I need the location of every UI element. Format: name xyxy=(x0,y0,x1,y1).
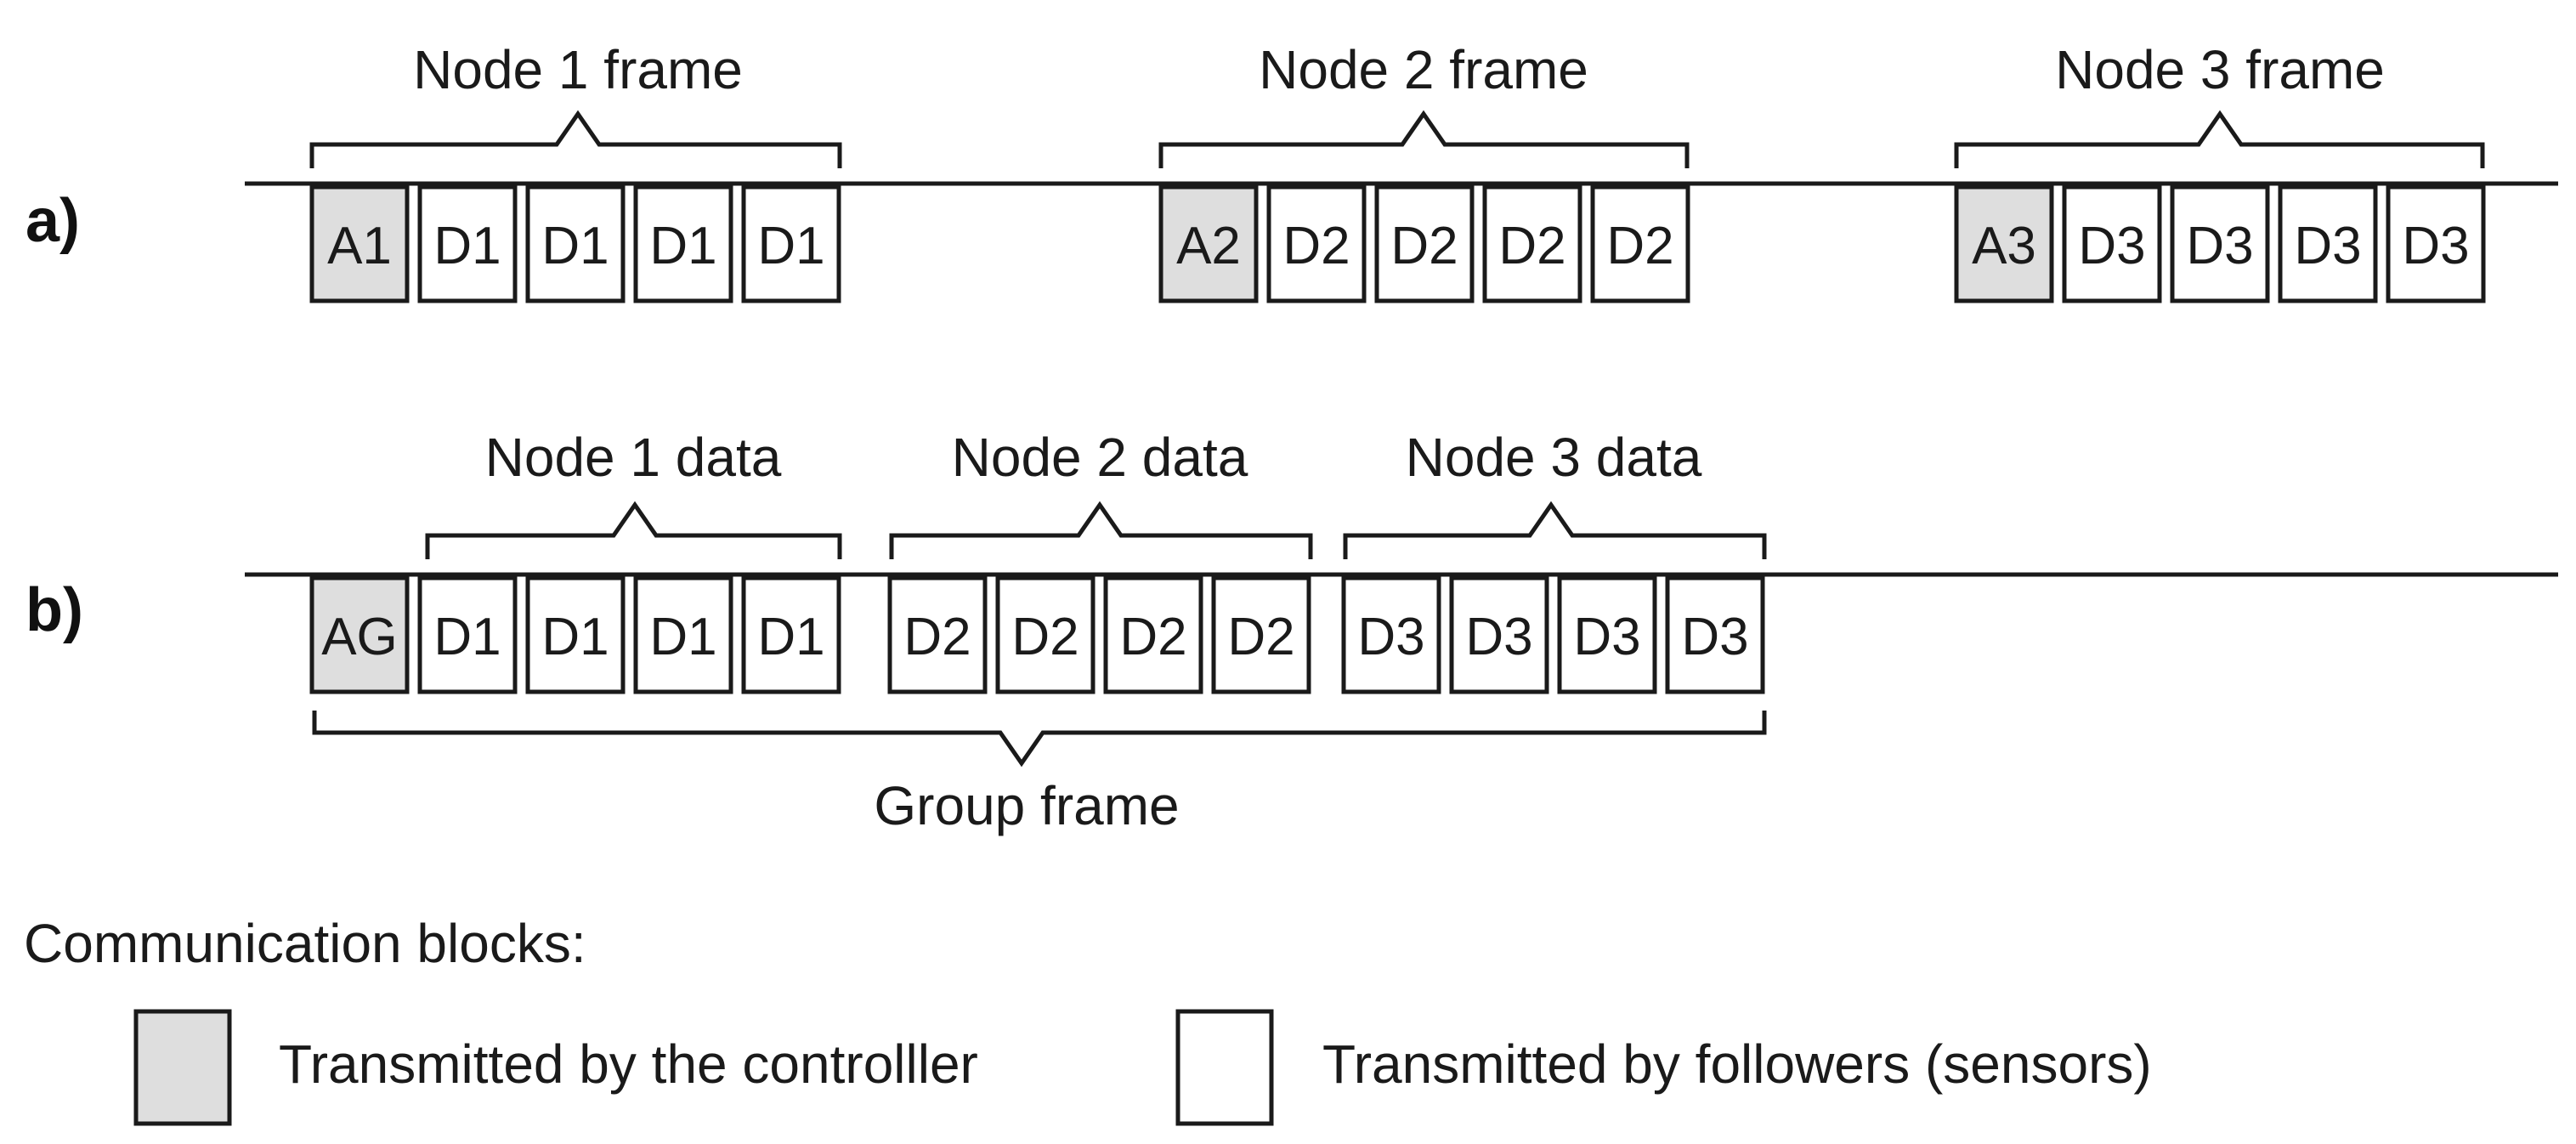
block xyxy=(1341,575,1441,694)
block xyxy=(1103,575,1203,694)
block-label: D2 xyxy=(1011,608,1079,666)
row-a-group-1: Node 1 frame A1 D1 D1 D1 D1 xyxy=(309,39,842,303)
brace xyxy=(309,110,842,168)
block-label: D2 xyxy=(1119,608,1186,666)
block-label: D1 xyxy=(649,217,716,275)
block-label: D1 xyxy=(541,217,609,275)
block-label: D1 xyxy=(541,608,609,666)
row-label-a: a) xyxy=(25,187,80,255)
block-list: D3 D3 D3 D3 xyxy=(1341,575,1765,694)
block-list: D1 D1 D1 D1 xyxy=(417,575,841,694)
block xyxy=(1211,575,1311,694)
legend-title: Communication blocks: xyxy=(24,913,586,974)
block-label: D2 xyxy=(903,608,971,666)
block-label: D1 xyxy=(649,608,716,666)
legend-swatch-follower xyxy=(1175,1009,1274,1126)
legend: Communication blocks: Transmitted by the… xyxy=(24,913,2152,1126)
block xyxy=(1449,575,1549,694)
block-label: A3 xyxy=(1972,217,2036,275)
block-label: D3 xyxy=(1465,608,1532,666)
block xyxy=(2062,184,2162,303)
group-label: Node 3 data xyxy=(1406,427,1702,488)
block xyxy=(309,184,410,303)
block-label: D3 xyxy=(2402,217,2469,275)
legend-label-controller: Transmitted by the controlller xyxy=(279,1034,978,1095)
block xyxy=(1482,184,1582,303)
block-label: A1 xyxy=(327,217,392,275)
block-list: A2 D2 D2 D2 D2 xyxy=(1158,184,1690,303)
block xyxy=(1954,184,2054,303)
block xyxy=(2170,184,2270,303)
block xyxy=(741,575,841,694)
row-a-group-2: Node 2 frame A2 D2 D2 D2 D2 xyxy=(1158,39,1690,303)
block xyxy=(2278,184,2378,303)
block-label: AG xyxy=(321,608,398,666)
row-b-group-2: Node 2 data D2 D2 D2 D2 xyxy=(887,427,1313,694)
block-list: A3 D3 D3 D3 D3 xyxy=(1954,184,2486,303)
block-label: A2 xyxy=(1176,217,1241,275)
group-frame-label: Group frame xyxy=(874,775,1179,836)
block-list: D2 D2 D2 D2 xyxy=(887,575,1311,694)
block-label: D3 xyxy=(1573,608,1640,666)
block xyxy=(417,184,518,303)
block xyxy=(741,184,841,303)
row-b-group-3: Node 3 data D3 D3 D3 D3 xyxy=(1341,427,1767,694)
block xyxy=(525,184,626,303)
group-label: Node 2 data xyxy=(952,427,1248,488)
row-b-group-1: Node 1 data D1 D1 D1 D1 xyxy=(417,427,842,694)
block xyxy=(525,575,626,694)
block xyxy=(1374,184,1475,303)
brace xyxy=(1158,110,1690,168)
block xyxy=(417,575,518,694)
brace xyxy=(889,501,1313,559)
block xyxy=(1266,184,1367,303)
block-label: D3 xyxy=(2294,217,2361,275)
block xyxy=(1158,184,1259,303)
brace xyxy=(425,501,842,559)
group-label: Node 1 data xyxy=(485,427,782,488)
group-label: Node 2 frame xyxy=(1259,39,1588,100)
block-label: D3 xyxy=(2078,217,2145,275)
block-label: D2 xyxy=(1282,217,1350,275)
block-label: D2 xyxy=(1390,217,1458,275)
group-frame: Group frame xyxy=(312,711,1767,836)
group-label: Node 3 frame xyxy=(2055,39,2385,100)
block-list: A1 D1 D1 D1 D1 xyxy=(309,184,841,303)
block xyxy=(633,575,733,694)
block xyxy=(1557,575,1657,694)
block-label: D3 xyxy=(1357,608,1424,666)
block xyxy=(2386,184,2486,303)
block-label: D3 xyxy=(2186,217,2253,275)
block-label: D2 xyxy=(1498,217,1565,275)
block-label: D2 xyxy=(1606,217,1673,275)
group-frame-brace xyxy=(312,711,1767,767)
block xyxy=(309,575,410,694)
block xyxy=(995,575,1096,694)
block xyxy=(633,184,733,303)
brace xyxy=(1343,501,1767,559)
block-label: D1 xyxy=(433,217,501,275)
block-label: D1 xyxy=(433,608,501,666)
block xyxy=(1590,184,1690,303)
group-label: Node 1 frame xyxy=(413,39,743,100)
block xyxy=(1665,575,1765,694)
block-label: D3 xyxy=(1681,608,1748,666)
row-b-lead: AG xyxy=(309,575,410,694)
brace xyxy=(1954,110,2485,168)
legend-swatch-controller xyxy=(133,1009,232,1126)
row-a-group-3: Node 3 frame A3 D3 D3 D3 D3 xyxy=(1954,39,2486,303)
legend-label-follower: Transmitted by followers (sensors) xyxy=(1322,1034,2152,1095)
block-label: D1 xyxy=(757,217,824,275)
block xyxy=(887,575,988,694)
row-label-b: b) xyxy=(25,576,83,644)
block-label: D2 xyxy=(1227,608,1294,666)
block-label: D1 xyxy=(757,608,824,666)
